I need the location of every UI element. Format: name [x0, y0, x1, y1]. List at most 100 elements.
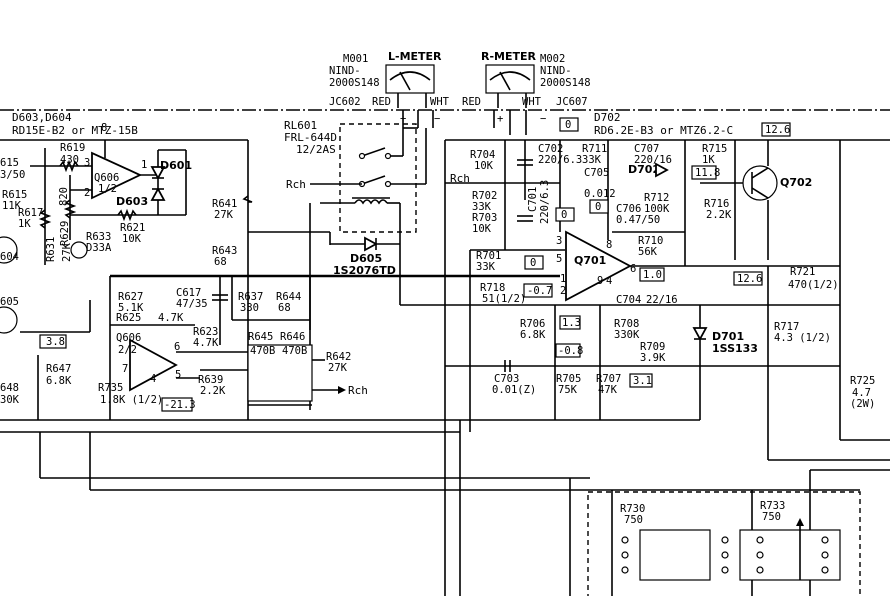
r717-value: 4.3 (1/2)	[774, 332, 831, 344]
l-red-label: RED	[372, 96, 391, 108]
r711-label: R711	[582, 143, 607, 155]
r627-value: 5.1K	[118, 302, 144, 314]
svg-text:9: 9	[597, 275, 603, 287]
m001-ref: M001	[343, 53, 368, 65]
svg-text:2: 2	[84, 187, 90, 199]
r617-label: R617	[18, 207, 43, 219]
v126b-box	[733, 271, 763, 286]
voltage-213: -21.3	[164, 399, 196, 411]
r716-label: R716	[704, 198, 729, 210]
d601-label: D601	[160, 159, 192, 172]
rch-label-2: Rch	[348, 384, 368, 397]
r627-label: R627	[118, 291, 143, 303]
v0c-box	[589, 199, 609, 214]
r623-label: R623	[193, 326, 218, 338]
r725-label: R725	[850, 375, 875, 387]
q606a-opamp	[91, 151, 143, 200]
r712-value: 100K	[644, 203, 670, 215]
voltage-13: 1.3	[562, 317, 581, 329]
jc602-label: JC602	[329, 96, 361, 108]
voltage-0c: 0	[595, 201, 601, 213]
q702-transistor	[742, 165, 778, 201]
r712-label: R712	[644, 192, 669, 204]
d603-d604-part: RD15E-B2 or MTZ-15B	[12, 124, 138, 137]
r642-label: R642	[326, 351, 351, 363]
r735-value: 1.8K (1/2)	[100, 394, 163, 406]
c706-label: C706	[616, 203, 641, 215]
svg-text:5: 5	[175, 369, 181, 381]
r703-label: R703	[472, 212, 497, 224]
r725-watt: (2W)	[850, 398, 875, 410]
c703-value: 0.01(Z)	[492, 384, 536, 396]
r633-label: R633	[86, 231, 111, 243]
r645-value: 470B	[250, 345, 275, 357]
svg-text:6: 6	[630, 263, 636, 275]
r703-value: 10K	[472, 223, 492, 235]
r702-value: 33K	[472, 201, 492, 213]
q606b-opamp	[129, 338, 178, 392]
v126a-box	[761, 122, 791, 137]
r733-label: R733	[760, 500, 785, 512]
l-meter	[385, 64, 435, 108]
d605-diode	[364, 236, 378, 252]
r644-value: 68	[278, 302, 291, 314]
d603-d604-title: D603,D604	[12, 111, 72, 124]
rl601-title: RL601	[284, 119, 317, 132]
q701-label: Q701	[574, 254, 606, 267]
r704-label: R704	[470, 149, 495, 161]
r710-label: R710	[638, 235, 663, 247]
r647-label: R647	[46, 363, 71, 375]
d701-diode	[692, 327, 708, 341]
voltage-07: -0.7	[527, 285, 552, 297]
v0a-box	[559, 117, 579, 132]
r625-label: R625	[116, 312, 141, 324]
r707-label: R707	[596, 373, 621, 385]
r718-label: R718	[480, 282, 505, 294]
r633-value: D33A	[86, 242, 112, 254]
r708-value: 330K	[614, 329, 640, 341]
d601-diode	[150, 166, 166, 180]
r621-value: 10K	[122, 233, 142, 245]
d701-part: 1SS133	[712, 342, 758, 355]
r639-label: R639	[198, 374, 223, 386]
c707-value: 220/16	[634, 154, 672, 166]
q606b-sub: 2/2	[118, 344, 137, 356]
voltage-0b: 0	[561, 209, 567, 221]
r730-value: 750	[624, 514, 643, 526]
r-meter-title: R-METER	[481, 50, 537, 63]
v10-box	[639, 267, 665, 282]
r615-value: 11K	[2, 200, 22, 212]
voltage-118: 11.8	[695, 167, 720, 179]
v0b-box	[555, 207, 575, 222]
svg-text:6: 6	[174, 341, 180, 353]
r710-value: 56K	[638, 246, 658, 258]
svg-text:1: 1	[560, 273, 566, 285]
v13-box	[559, 315, 581, 330]
voltage-126b: 12.6	[737, 273, 762, 285]
r637-label: R637	[238, 291, 263, 303]
c701-value: 220/6.3	[539, 180, 551, 224]
v08-box	[555, 343, 581, 358]
r705-label: R705	[556, 373, 581, 385]
r631-label: R631	[45, 237, 57, 262]
relay-coil	[354, 199, 388, 205]
r631-value: 27K	[61, 242, 73, 262]
d603-label: D603	[116, 195, 148, 208]
c704-value: 22/16	[646, 294, 678, 306]
r646-label: R646	[280, 331, 305, 343]
r633-thermistor	[70, 241, 88, 259]
m001-part: NIND-	[329, 65, 361, 77]
jc607-label: JC607	[556, 96, 588, 108]
c701-label: C701	[527, 187, 539, 212]
voltage-38-box	[39, 334, 67, 349]
svg-text:4: 4	[606, 275, 612, 287]
q604-label: 604	[0, 251, 19, 263]
q605-label: 605	[0, 296, 19, 308]
v0d-box	[524, 255, 544, 270]
rl601-box	[339, 123, 417, 233]
r707-value: 47K	[598, 384, 618, 396]
r725-value: 4.7	[852, 387, 871, 399]
svg-text:−: −	[434, 113, 440, 125]
rl601-rating: 12/2AS	[296, 143, 336, 156]
